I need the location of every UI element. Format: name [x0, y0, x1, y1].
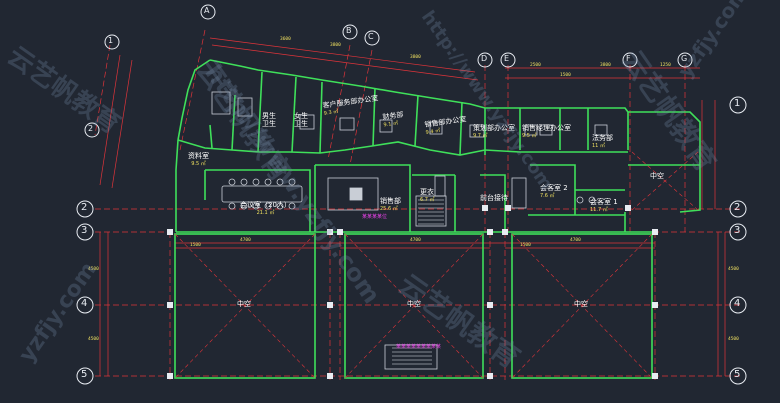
room-name: 更衣: [420, 188, 434, 196]
room-area: 6.7 ㎡: [420, 197, 435, 203]
room-area: 11 ㎡: [592, 143, 605, 149]
svg-text:1500: 1500: [560, 72, 571, 78]
grid-label-top-b: B: [346, 26, 352, 35]
columns: [167, 205, 658, 379]
room-name: 会议室（20人）: [240, 201, 291, 209]
void-cross-lines: [174, 151, 699, 379]
room-sales: 销售部 25.6 ㎡: [380, 197, 401, 213]
room-area: 9.5 ㎡: [191, 161, 206, 167]
right-wing-walls: [484, 107, 701, 232]
svg-text:4700: 4700: [570, 237, 581, 243]
room-sales-manager: 销售经理办公室 9.5 ㎡: [522, 124, 571, 140]
furniture: [211, 91, 608, 370]
room-meeting: 会议室（20人） 21.1 ㎡: [240, 201, 291, 217]
upper-wing-walls: [177, 59, 486, 156]
grid-label-right-3: 3: [734, 225, 741, 236]
grid-label-top-c: C: [368, 32, 374, 41]
svg-text:1500: 1500: [520, 242, 531, 248]
room-reception: 前台接待: [480, 194, 508, 202]
room-name: 策划部办公室: [473, 124, 515, 132]
void-label-center: 中空: [407, 300, 421, 308]
room-womens-restroom: 女生 卫生: [294, 104, 310, 136]
grid-label-right-5: 5: [734, 369, 741, 380]
room-area: 9.7 ㎡: [473, 133, 488, 139]
svg-text:4500: 4500: [728, 266, 739, 272]
room-archive: 资料室 9.5 ㎡: [188, 152, 209, 168]
room-name: 法务部: [592, 134, 613, 142]
room-area: 9.5 ㎡: [522, 133, 537, 139]
grid-label-skew-2: 2: [88, 124, 94, 133]
svg-text:1500: 1500: [190, 242, 201, 248]
svg-text:2500: 2500: [530, 62, 541, 68]
note-sales-sign: 某某某某位: [362, 214, 388, 220]
dimension-texts: 4700 4700 4700 1500 1500 3600 3800 3800 …: [88, 36, 739, 342]
room-void-upper: 中空: [650, 172, 664, 180]
svg-text:4500: 4500: [88, 336, 99, 342]
grid-label-left-5: 5: [81, 369, 88, 380]
room-reception-1: 会客室 1 11.7 ㎡: [590, 198, 618, 214]
room-area: 7.6 ㎡: [540, 193, 555, 199]
svg-text:1250: 1250: [660, 62, 671, 68]
room-area: 21.1 ㎡: [256, 210, 275, 216]
room-customer-service: 客户服务部办公室 9.3 ㎡: [322, 94, 380, 118]
grid-label-top-e: E: [504, 54, 510, 63]
room-reception-2: 会客室 2 7.6 ㎡: [540, 184, 568, 200]
room-name: 资料室: [188, 152, 209, 160]
room-area: 9.1 ㎡: [383, 120, 399, 129]
grid-label-top-g: G: [681, 54, 688, 63]
room-area: 11.7 ㎡: [590, 207, 608, 213]
room-legal: 法务部 11 ㎡: [592, 134, 613, 150]
room-name: 销售经理办公室: [522, 124, 571, 132]
void-label-left: 中空: [237, 300, 251, 308]
grid-label-left-4: 4: [81, 298, 88, 309]
grid-label-skew-1: 1: [108, 36, 114, 45]
grid-label-left-2: 2: [81, 202, 88, 213]
room-name: 中空: [650, 172, 664, 180]
grid-label-top-f: F: [626, 54, 631, 63]
grid-bubbles: [76, 4, 747, 385]
note-stairs: 某某某某某某某某某: [396, 344, 442, 350]
room-planning-office: 策划部办公室 9.7 ㎡: [473, 124, 515, 140]
svg-text:4500: 4500: [728, 336, 739, 342]
grid-label-right-4: 4: [734, 298, 741, 309]
room-name: 男生 卫生: [262, 112, 276, 128]
grid-label-left-3: 3: [81, 225, 88, 236]
void-label-right: 中空: [574, 300, 588, 308]
middle-band-walls: [175, 139, 655, 233]
grid-label-right-1: 1: [734, 98, 741, 109]
room-name: 女生 卫生: [294, 112, 308, 128]
room-finance: 财务部 9.1 ㎡: [382, 111, 405, 130]
svg-text:4500: 4500: [88, 266, 99, 272]
room-name: 前台接待: [480, 194, 508, 202]
room-name: 会客室 1: [590, 198, 618, 206]
room-mens-restroom: 男生 卫生: [262, 104, 278, 136]
svg-text:3800: 3800: [330, 42, 341, 48]
grid-label-right-2: 2: [734, 202, 741, 213]
grid-label-top-d: D: [481, 54, 488, 63]
room-name: 会客室 2: [540, 184, 568, 192]
svg-text:4700: 4700: [410, 237, 421, 243]
room-name: 销售部: [380, 197, 401, 205]
svg-text:3600: 3600: [280, 36, 291, 42]
room-changing: 更衣 6.7 ㎡: [420, 188, 435, 204]
svg-text:3800: 3800: [410, 54, 421, 60]
grid-label-top-a: A: [204, 6, 210, 15]
svg-text:3800: 3800: [600, 62, 611, 68]
room-sales-office: 销售部办公室 9.4 ㎡: [424, 115, 468, 137]
room-area: 25.6 ㎡: [380, 206, 398, 212]
svg-text:4700: 4700: [240, 237, 251, 243]
stairs: [392, 199, 444, 365]
dimension-lines: [99, 37, 726, 376]
